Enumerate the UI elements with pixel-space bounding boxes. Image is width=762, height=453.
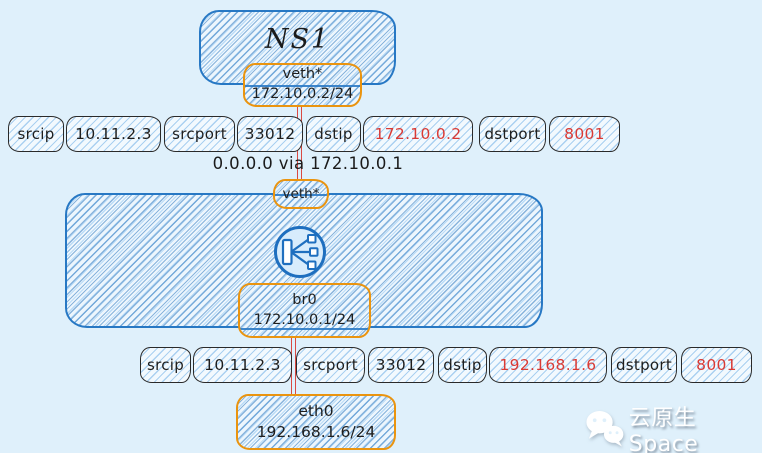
packet-field-label-srcport: srcport — [296, 347, 365, 383]
bridge-name: br0 — [292, 291, 317, 308]
packet-field-value-srcip: 10.11.2.3 — [193, 347, 292, 383]
ns1-veth-cidr: 172.10.0.2/24 — [251, 86, 354, 102]
packet-field-label-srcip: srcip — [8, 116, 64, 152]
wechat-icon — [586, 410, 624, 447]
eth0-cidr: 192.168.1.6/24 — [256, 423, 376, 441]
host-bottom-border-overlap — [240, 328, 369, 331]
packet-field-label-dstport: dstport — [479, 116, 546, 152]
default-route-text: 0.0.0.0 via 172.10.0.1 — [212, 154, 404, 173]
packet-field-label-dstip: dstip — [438, 347, 487, 383]
packet-field-value-dstip: 172.10.0.2 — [363, 116, 473, 152]
watermark-text: 云原生Space — [628, 406, 699, 453]
packet-field-label-srcport: srcport — [164, 116, 235, 152]
watermark-logo: 云原生Space — [584, 400, 762, 453]
packet-field-label-dstport: dstport — [611, 347, 677, 383]
packet-field-value-srcip: 10.11.2.3 — [66, 116, 161, 152]
eth0-interface-box: eth0 192.168.1.6/24 — [236, 394, 396, 450]
host-veth-interface-box: veth* — [273, 179, 329, 209]
packet-field-value-srcport: 33012 — [237, 116, 303, 152]
packet-field-value-dstport: 8001 — [549, 116, 620, 152]
packet-field-value-dstport: 8001 — [681, 347, 752, 383]
ns1-border-overlap — [245, 85, 360, 88]
ns1-title: NS1 — [264, 24, 331, 55]
packet-field-label-dstip: dstip — [306, 116, 361, 152]
bridge-interface-box: br0 172.10.0.1/24 — [238, 283, 371, 338]
packet-field-value-srcport: 33012 — [368, 347, 434, 383]
network-hub-icon — [274, 226, 326, 278]
ns1-veth-name: veth* — [282, 66, 323, 83]
packet-field-value-dstip: 192.168.1.6 — [489, 347, 607, 383]
host-veth-name: veth* — [282, 185, 320, 202]
host-border-overlap — [275, 194, 327, 197]
ns1-veth-interface-box: veth* 172.10.0.2/24 — [243, 63, 362, 107]
bridge-cidr: 172.10.0.1/24 — [253, 311, 356, 328]
eth0-name: eth0 — [298, 402, 334, 421]
packet-field-label-srcip: srcip — [140, 347, 191, 383]
